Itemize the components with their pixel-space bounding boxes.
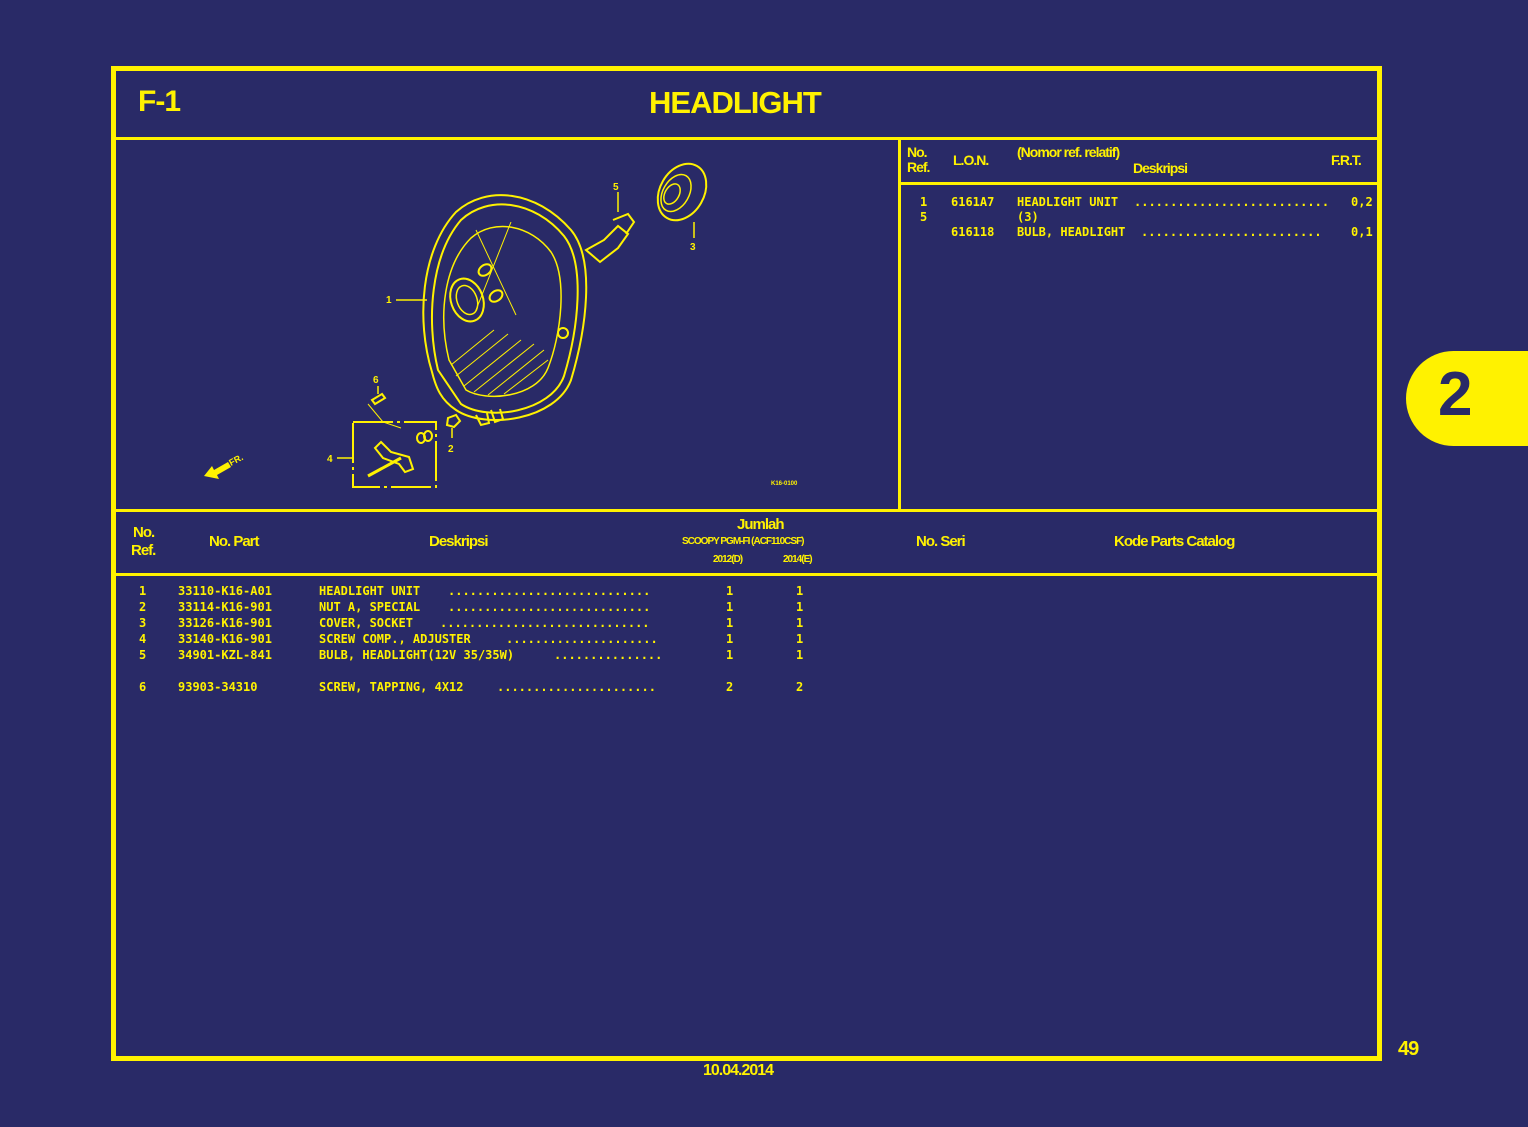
header-no: No. [133,524,155,541]
lon-description: (3) [1017,210,1039,224]
lon-code: 616118 [951,225,995,239]
header-serial-no: No. Seri [916,533,966,550]
row-qty-2014: 1 [796,648,804,662]
row-qty-2014: 1 [796,584,804,598]
lon-leader: ........................... [1134,195,1330,209]
header-part-no: No. Part [209,533,260,550]
callout-4: 4 [327,454,333,465]
footer-date: 10.04.2014 [703,1062,774,1079]
parts-table-body: 1 33110-K16-A01 HEADLIGHT UNIT .........… [116,583,1377,695]
row-qty-2014: 1 [796,632,804,646]
row-qty-2012: 2 [726,680,734,694]
row-description: SCREW COMP., ADJUSTER [319,632,471,646]
lon-row: 5 (3) [901,210,1377,225]
row-qty-2012: 1 [726,584,734,598]
row-leader: ............... [554,648,663,662]
header-ref: Ref. [131,542,156,559]
row-qty-2012: 1 [726,648,734,662]
row-description: NUT A, SPECIAL [319,600,421,614]
title-bar: F-1 HEADLIGHT [116,71,1377,140]
row-qty-2012: 1 [726,600,734,614]
table-row: 3 33126-K16-901 COVER, SOCKET ..........… [116,615,1377,631]
row-qty-2012: 1 [726,616,734,630]
direction-label: FR. [227,452,244,468]
lon-row: 1 6161A7 HEADLIGHT UNIT ................… [901,195,1377,210]
lon-frt: 0,2 [1351,195,1373,209]
table-row: 5 34901-KZL-841 BULB, HEADLIGHT(12V 35/3… [116,647,1377,663]
row-part-no: 33110-K16-A01 [178,584,272,598]
row-description: SCREW, TAPPING, 4X12 [319,680,464,694]
page-number: 49 [1398,1038,1419,1060]
lon-header-description: Deskripsi [1133,160,1188,176]
callout-2: 2 [448,444,454,455]
row-qty-2012: 1 [726,632,734,646]
header-quantity: Jumlah [737,516,785,533]
row-leader: ...................... [497,680,656,694]
lon-description: HEADLIGHT UNIT [1017,195,1119,209]
callout-5: 5 [613,182,619,193]
parts-table-header: No. Ref. No. Part Deskripsi Jumlah SCOOP… [116,509,1377,576]
row-leader: ............................ [448,584,651,598]
labor-operation-table: No. Ref. L.O.N. (Nomor ref. relatif) Des… [901,140,1377,509]
lon-header-ref: Ref. [907,159,930,175]
row-ref: 4 [139,632,147,646]
table-row: 1 33110-K16-A01 HEADLIGHT UNIT .........… [116,583,1377,599]
row-part-no: 33140-K16-901 [178,632,272,646]
row-part-no: 33114-K16-901 [178,600,272,614]
page-title: HEADLIGHT [649,85,822,120]
headlight-exploded-view-drawing: 1 2 3 4 5 6 FR. K16-0100 [204,162,798,488]
callout-3: 3 [690,242,696,253]
row-leader: ............................. [440,616,650,630]
header-year-2012: 2012(D) [713,554,743,565]
row-description: COVER, SOCKET [319,616,413,630]
callout-1: 1 [386,295,392,306]
drawing-code: K16-0100 [771,481,798,487]
section-tab[interactable]: 2 [1406,351,1528,446]
row-ref: 1 [139,584,147,598]
row-leader: ..................... [506,632,658,646]
header-description: Deskripsi [429,533,489,550]
lon-row: 616118 BULB, HEADLIGHT .................… [901,225,1377,240]
front-direction-arrow-icon: FR. [204,452,245,479]
lon-header-lon: L.O.N. [953,152,989,168]
row-qty-2014: 2 [796,680,804,694]
lon-leader: ......................... [1141,225,1322,239]
figure-code: F-1 [138,85,181,118]
row-part-no: 33126-K16-901 [178,616,272,630]
row-ref: 3 [139,616,147,630]
catalog-page-frame: F-1 HEADLIGHT [111,66,1382,1061]
header-model: SCOOPY PGM-FI (ACF110CSF) [682,536,805,547]
lon-table-header: No. Ref. L.O.N. (Nomor ref. relatif) Des… [901,140,1377,185]
lon-header-relative-ref: (Nomor ref. relatif) [1017,144,1120,160]
lon-ref: 1 [920,195,928,209]
header-catalog-code: Kode Parts Catalog [1114,533,1235,550]
row-ref: 6 [139,680,147,694]
table-row: 4 33140-K16-901 SCREW COMP., ADJUSTER ..… [116,631,1377,647]
table-row: 6 93903-34310 SCREW, TAPPING, 4X12 .....… [116,679,1377,695]
lon-table-body: 1 6161A7 HEADLIGHT UNIT ................… [901,195,1377,240]
row-leader: ............................ [448,600,651,614]
row-qty-2014: 1 [796,600,804,614]
header-year-2014: 2014(E) [783,554,813,565]
callout-6: 6 [373,375,379,386]
exploded-diagram: 1 2 3 4 5 6 FR. K16-0100 [116,140,901,509]
row-description: HEADLIGHT UNIT [319,584,421,598]
row-ref: 2 [139,600,147,614]
section-tab-label: 2 [1438,360,1473,429]
lon-header-frt: F.R.T. [1331,152,1362,168]
row-description: BULB, HEADLIGHT(12V 35/35W) [319,648,515,662]
row-qty-2014: 1 [796,616,804,630]
lon-header-no: No. [907,144,928,160]
table-row: 2 33114-K16-901 NUT A, SPECIAL .........… [116,599,1377,615]
row-part-no: 93903-34310 [178,680,258,694]
lon-frt: 0,1 [1351,225,1373,239]
row-ref: 5 [139,648,147,662]
lon-code: 6161A7 [951,195,995,209]
lon-ref: 5 [920,210,928,224]
row-part-no: 34901-KZL-841 [178,648,272,662]
lon-description: BULB, HEADLIGHT [1017,225,1126,239]
